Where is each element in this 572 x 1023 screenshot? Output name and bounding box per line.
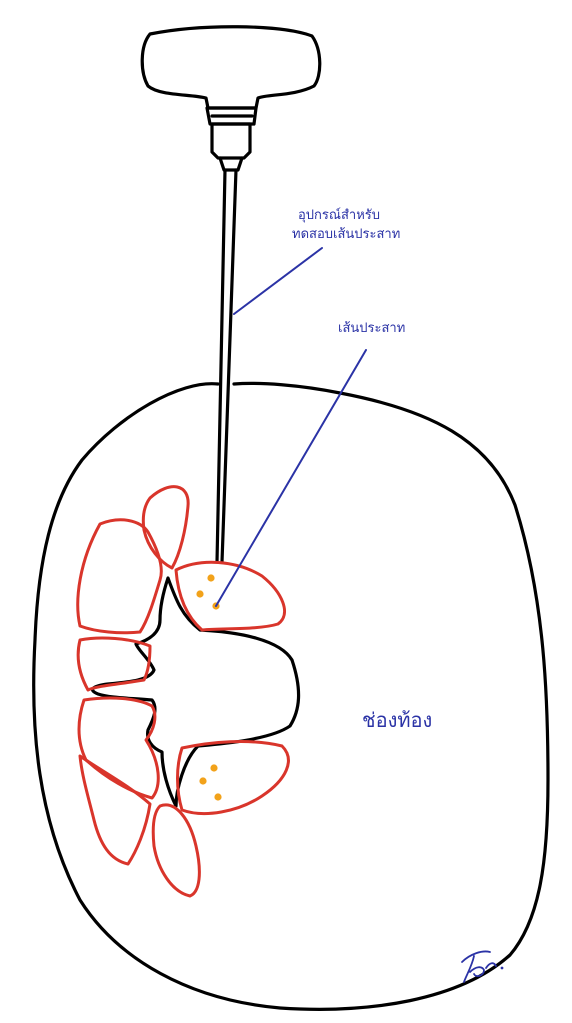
muscle-middle-left <box>76 636 152 692</box>
muscle-upper-left <box>76 518 163 635</box>
muscle-upper-spindle <box>141 485 190 570</box>
needle-left-edge <box>215 168 227 564</box>
vertebra-outline <box>90 576 301 808</box>
instrument-handle <box>140 25 322 110</box>
instrument-leader-line <box>233 247 323 315</box>
needle-right-edge <box>220 168 238 564</box>
nerve-root-lower <box>176 740 290 816</box>
instrument-label-line1: อุปกรณ์สำหรับ <box>298 207 380 223</box>
signature <box>461 950 504 983</box>
body-cross-section-outline <box>32 381 550 1011</box>
nerve-dot <box>207 574 215 582</box>
nerve-leader-line <box>215 349 367 607</box>
instrument-hub-tip <box>218 156 244 172</box>
nerve-dot <box>214 793 222 801</box>
muscle-lower-left <box>77 696 160 800</box>
instrument-hub <box>210 122 252 160</box>
nerve-root-upper <box>174 560 287 632</box>
nerve-label: เส้นประสาท <box>338 321 405 336</box>
instrument-label-line2: ทดสอบเส้นประสาท <box>292 227 400 242</box>
instrument-collar <box>205 106 258 126</box>
nerve-dot <box>199 777 207 785</box>
muscle-bottom-spindle <box>151 803 201 898</box>
abdomen-label: ช่องท้อง <box>362 708 432 732</box>
nerve-dot <box>210 764 218 772</box>
muscle-bottom-left <box>78 754 152 866</box>
nerve-dot <box>196 590 204 598</box>
